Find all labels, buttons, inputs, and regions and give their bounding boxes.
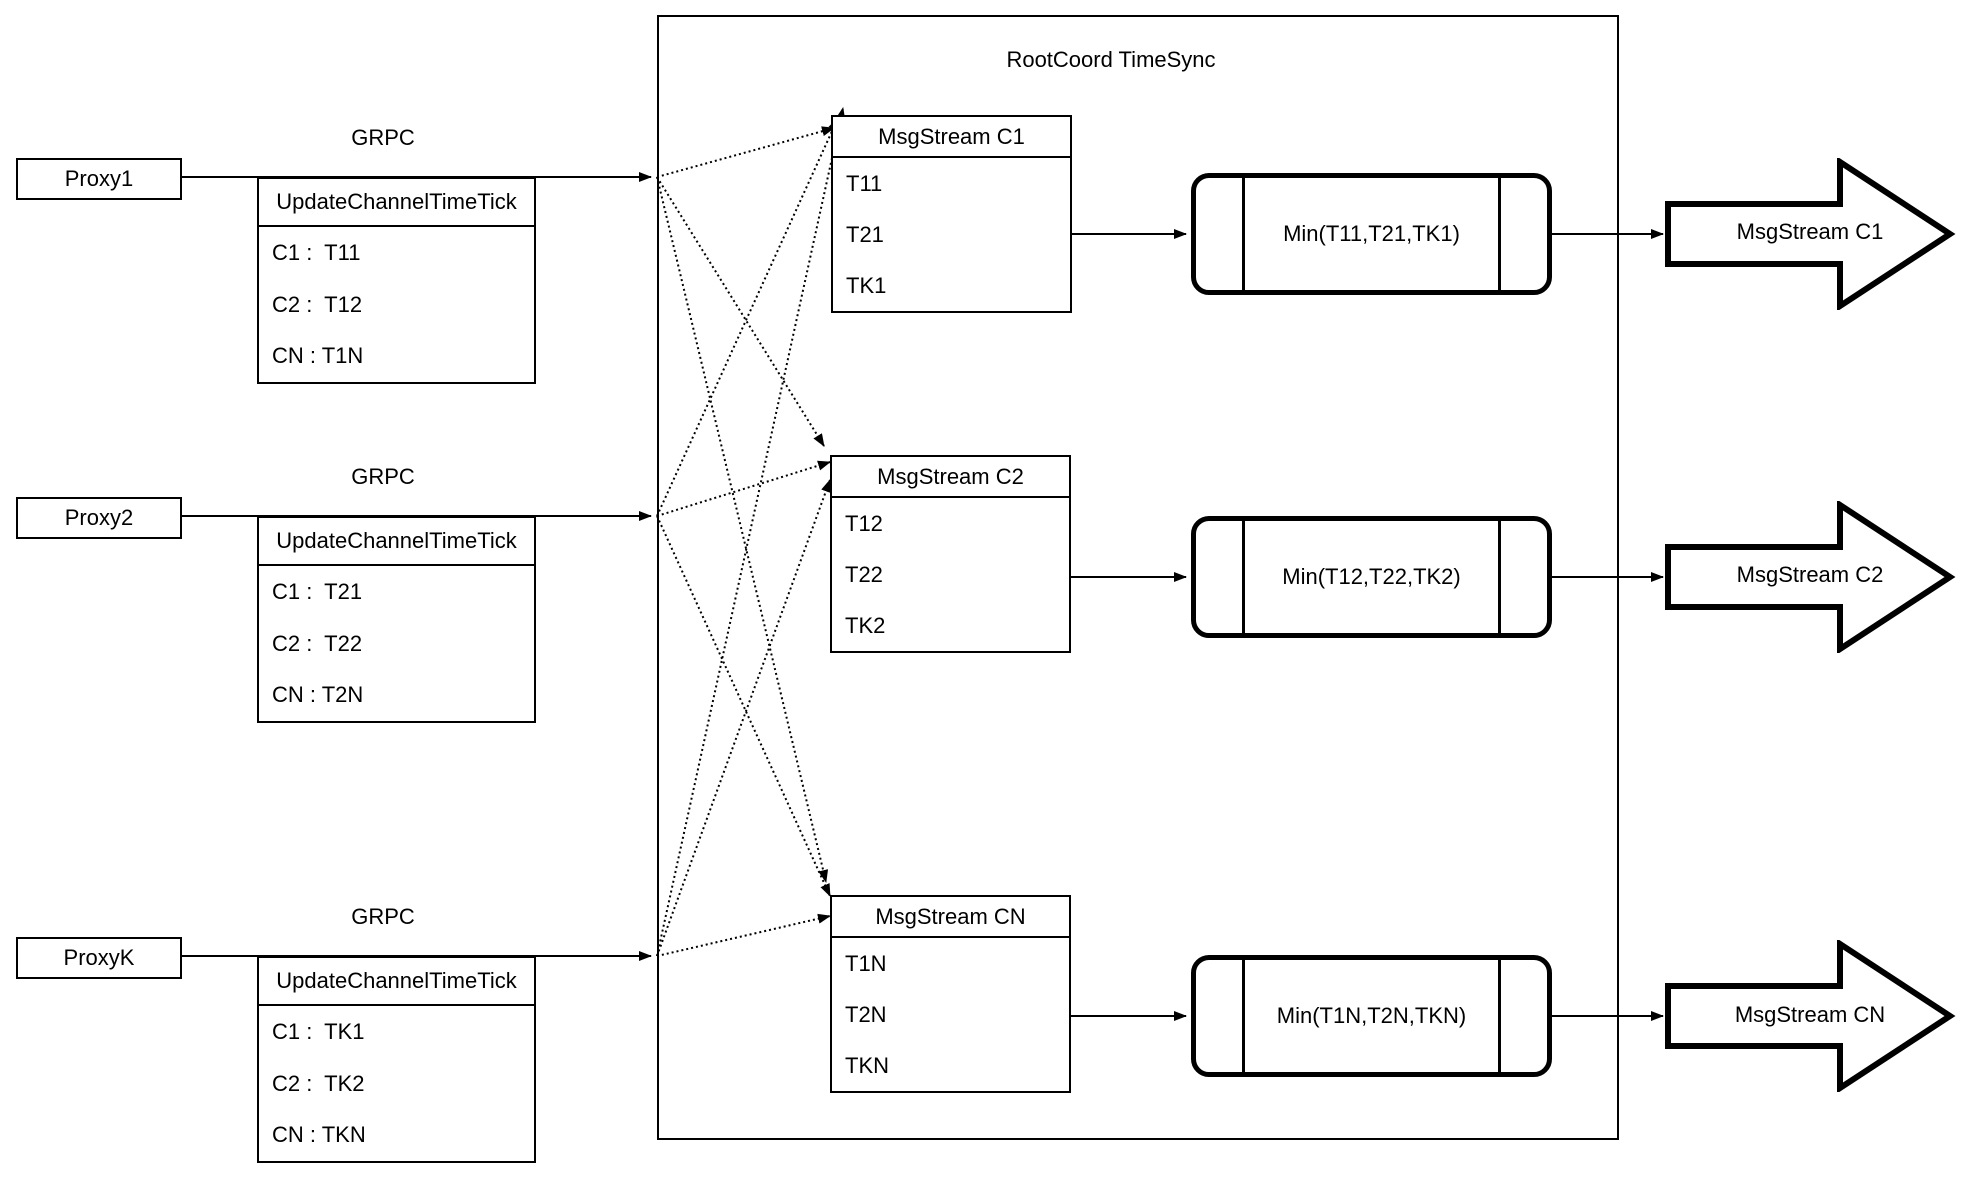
table-header: UpdateChannelTimeTick	[259, 958, 534, 1006]
msgstream-c2-out-label: MsgStream C2	[1736, 562, 1884, 587]
update-channel-timetick-table-3: UpdateChannelTimeTick C1 : TK1 C2 : TK2 …	[257, 956, 536, 1163]
pill-left-bar	[1242, 521, 1245, 633]
min-to-stream-connectors	[1552, 229, 1664, 1021]
proxy2-node: Proxy2	[16, 497, 182, 539]
pill-right-bar	[1498, 178, 1501, 290]
msgstream-c2-table: MsgStream C2 T12 T22 TK2	[830, 455, 1071, 653]
table-row: CN : T2N	[272, 682, 364, 708]
grpc-label-2: GRPC	[351, 464, 415, 489]
min-label-3: Min(T1N,T2N,TKN)	[1276, 1003, 1467, 1028]
table-row: C1 : T11	[272, 239, 361, 265]
table-row: CN : T1N	[272, 343, 364, 369]
update-channel-timetick-table-2: UpdateChannelTimeTick C1 : T21 C2 : T22 …	[257, 516, 536, 723]
table-header: MsgStream C1	[833, 117, 1070, 158]
msgstream-cn-out-label: MsgStream CN	[1734, 1002, 1886, 1027]
table-row: T11	[846, 170, 883, 196]
proxy1-label: Proxy1	[64, 166, 134, 191]
pill-left-bar	[1242, 960, 1245, 1072]
msgstream-cn-out-arrow	[1665, 940, 1956, 1092]
grpc-label-3: GRPC	[351, 904, 415, 929]
proxy1-node: Proxy1	[16, 158, 182, 200]
table-row: C2 : TK2	[272, 1070, 365, 1096]
grpc-label-1: GRPC	[351, 125, 415, 150]
pill-left-bar	[1242, 178, 1245, 290]
table-row: C1 : T21	[272, 578, 363, 604]
table-header: MsgStream CN	[832, 897, 1069, 938]
dotted-fanout-connectors	[656, 107, 846, 957]
min-node-1: Min(T11,T21,TK1)	[1191, 173, 1552, 295]
table-row: TK1	[846, 272, 887, 298]
pill-right-bar	[1498, 521, 1501, 633]
table-row: T2N	[845, 1001, 887, 1027]
msgstream-c1-out-arrow	[1665, 158, 1956, 310]
table-header: UpdateChannelTimeTick	[259, 179, 534, 227]
table-row: C2 : T22	[272, 630, 363, 656]
pill-right-bar	[1498, 960, 1501, 1072]
proxy2-label: Proxy2	[64, 505, 134, 530]
min-label-1: Min(T11,T21,TK1)	[1283, 221, 1460, 246]
update-channel-timetick-table-1: UpdateChannelTimeTick C1 : T11 C2 : T12 …	[257, 177, 536, 384]
msgstream-c2-out-arrow	[1665, 501, 1956, 653]
min-node-2: Min(T12,T22,TK2)	[1191, 516, 1552, 638]
table-row: T12	[845, 510, 883, 536]
msgstream-c1-out-label: MsgStream C1	[1736, 219, 1884, 244]
table-row: CN : TKN	[272, 1122, 366, 1148]
table-row: T22	[845, 561, 883, 587]
table-header: MsgStream C2	[832, 457, 1069, 498]
table-row: TKN	[845, 1052, 889, 1078]
min-label-2: Min(T12,T22,TK2)	[1282, 564, 1461, 589]
table-row: C1 : TK1	[272, 1018, 365, 1044]
table-row: TK2	[845, 612, 886, 638]
table-to-min-connectors	[1071, 229, 1187, 1021]
table-header: UpdateChannelTimeTick	[259, 518, 534, 566]
msgstream-cn-table: MsgStream CN T1N T2N TKN	[830, 895, 1071, 1093]
proxyk-label: ProxyK	[63, 945, 135, 970]
msgstream-c1-table: MsgStream C1 T11 T21 TK1	[831, 115, 1072, 313]
table-row: T1N	[845, 950, 887, 976]
rootcoord-timesync-title: RootCoord TimeSync	[1006, 47, 1216, 72]
proxyk-node: ProxyK	[16, 937, 182, 979]
table-row: T21	[846, 221, 884, 247]
min-node-3: Min(T1N,T2N,TKN)	[1191, 955, 1552, 1077]
table-row: C2 : T12	[272, 291, 363, 317]
